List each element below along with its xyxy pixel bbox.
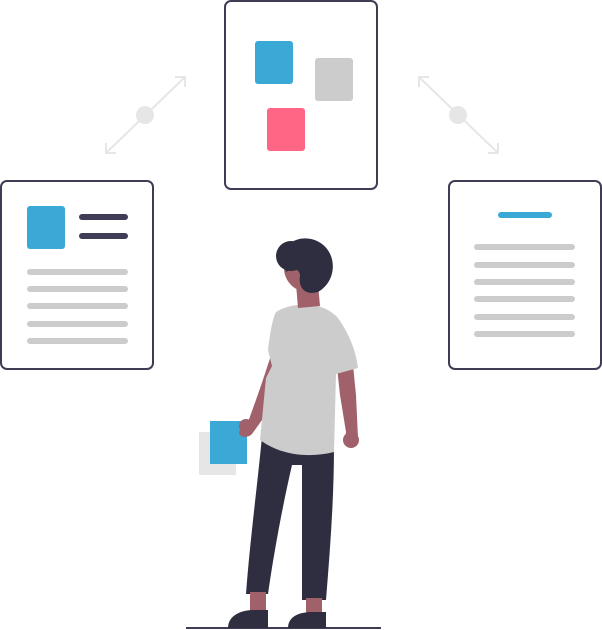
right-arrow-node: [449, 106, 467, 124]
right-shoe: [288, 612, 326, 628]
blue-square: [255, 41, 293, 84]
left-document-card: [0, 180, 154, 370]
right-document-card: [448, 180, 602, 370]
person-figure: [199, 238, 359, 628]
top-document-card: [224, 0, 378, 190]
shirt: [260, 304, 358, 456]
left-shoe: [228, 610, 268, 628]
left-arrow-node: [136, 106, 154, 124]
gray-square: [315, 58, 353, 101]
pink-square: [267, 108, 305, 151]
left-double-arrow-icon: [105, 76, 186, 154]
right-double-arrow-icon: [418, 76, 499, 154]
left-card-thumbnail: [27, 206, 65, 249]
pants: [246, 436, 334, 600]
right-card-heading-bar: [498, 212, 552, 218]
